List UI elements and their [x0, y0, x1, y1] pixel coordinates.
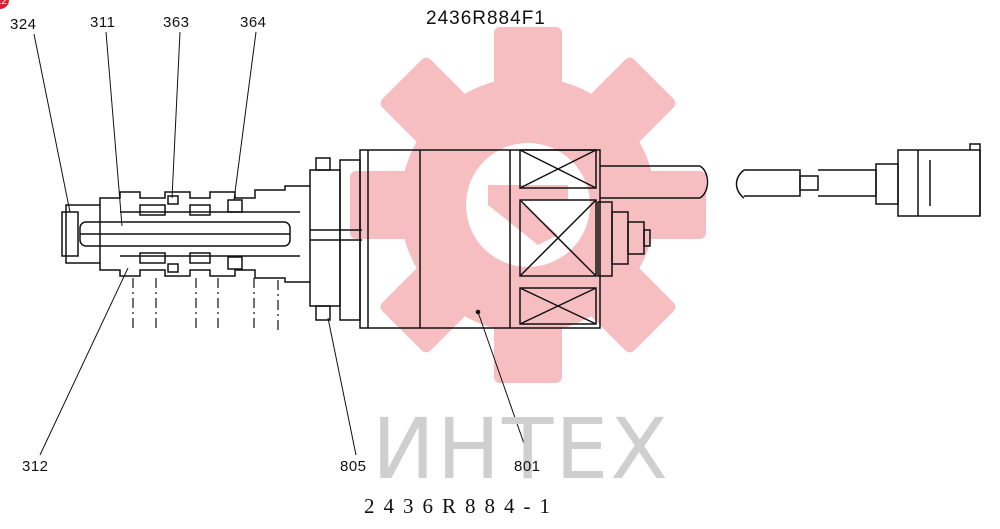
valve-body-lines [61, 143, 981, 329]
drawing-number: 2436R884-1 [364, 494, 559, 518]
page-badge: 12 [0, 0, 9, 9]
callout-324: 324 [10, 16, 37, 33]
callout-364: 364 [240, 14, 267, 31]
callout-311: 311 [90, 14, 116, 31]
callout-312: 312 [22, 458, 49, 475]
gear-logo-icon [350, 27, 706, 383]
callout-801: 801 [514, 458, 541, 475]
diagram-title: 2436R884F1 [426, 8, 546, 29]
watermark-text: ИНТЕХ [372, 400, 670, 498]
callout-805: 805 [340, 458, 367, 475]
port-center-lines [132, 278, 279, 330]
callout-363: 363 [163, 14, 190, 31]
leader-lines [33, 31, 529, 456]
